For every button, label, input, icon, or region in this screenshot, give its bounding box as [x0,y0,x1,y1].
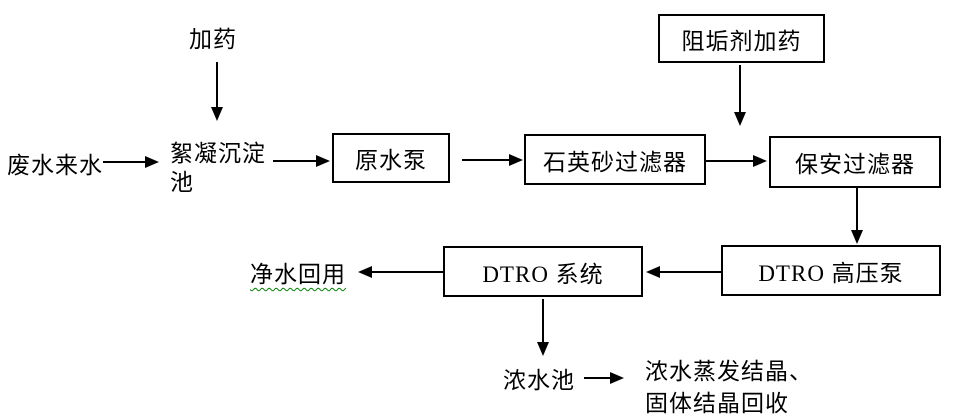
arrow-quartz-filter-to-security-filter [706,155,767,167]
concentrate-tank-label: 浓水池 [503,368,575,393]
quartz-sand-filter-box: 石英砂过滤器 [524,134,706,185]
arrow-flocculation-tank-to-raw-water-pump [273,155,330,167]
dtro-high-pressure-pump-box: DTRO 高压泵 [721,245,941,296]
dtro-system-box: DTRO 系统 [443,246,643,297]
arrow-dtro-pump-to-dtro-system [646,266,721,278]
arrow-raw-water-pump-to-quartz-filter [462,154,523,166]
arrow-security-filter-to-dtro-pump [851,188,863,244]
dosing-label: 加药 [189,27,237,52]
wastewater-in-label: 废水来水 [7,153,103,178]
antiscalant-dosing-box: 阻垢剂加药 [658,14,825,63]
arrow-concentrate-tank-to-note [584,372,624,384]
arrow-dtro-system-to-concentrate-tank [537,299,549,356]
flocculation-tank-label-line2: 池 [170,170,194,195]
arrow-wastewater-to-flocculation-tank [103,156,159,168]
clean-water-reuse-label: 净水回用 [250,262,346,287]
security-filter-box: 保安过滤器 [769,136,941,188]
flocculation-tank-label: 絮凝沉淀 池 [170,139,266,197]
flocculation-tank-label-line1: 絮凝沉淀 [170,141,266,166]
concentrate-note-label: 浓水蒸发结晶、 固体结晶回收 [645,356,813,417]
concentrate-note-line2: 固体结晶回收 [645,391,789,416]
arrow-dtro-system-to-clean-water [358,266,443,278]
arrow-dosing-to-flocculation-tank [211,62,223,121]
raw-water-pump-box: 原水泵 [332,133,450,183]
concentrate-note-line1: 浓水蒸发结晶、 [645,359,813,384]
arrow-antiscalant-down [734,65,746,126]
